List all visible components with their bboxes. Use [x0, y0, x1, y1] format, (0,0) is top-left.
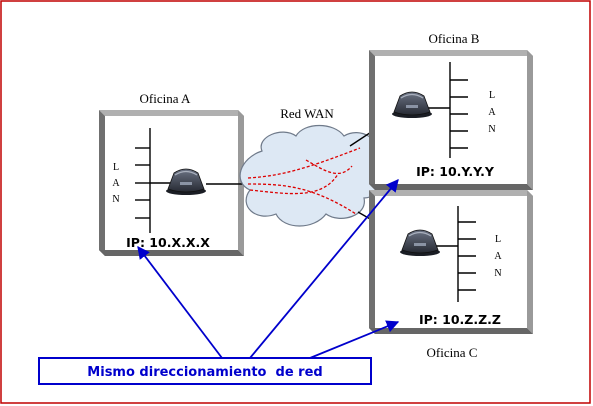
office-b-lan-n: N	[488, 124, 495, 135]
office-b-lan-a: A	[488, 107, 496, 118]
office-c-lan-a: A	[494, 251, 502, 262]
office-b-lan-label: L A N	[488, 90, 496, 135]
office-c-title: Oficina C	[427, 345, 478, 360]
wan-label: Red WAN	[280, 106, 334, 121]
office-a-lan-bus	[135, 128, 172, 233]
office-a: Oficina A L A N IP: 1	[99, 91, 248, 256]
office-b: Oficina B L A N IP: 10.Y.Y	[369, 31, 533, 190]
callout-box: Mismo direccionamiento de red	[38, 357, 372, 385]
office-c-box	[369, 190, 533, 334]
router-icon	[166, 168, 206, 195]
cloud-icon	[239, 124, 385, 227]
office-c-lan-n: N	[494, 268, 501, 279]
office-b-lan-l: L	[489, 90, 495, 101]
office-a-lan-a: A	[112, 178, 120, 189]
office-c-lan-bus	[432, 206, 476, 302]
office-c: L A N IP: 10.Z.Z.Z Oficina C	[369, 190, 533, 360]
office-a-lan-n: N	[112, 194, 119, 205]
office-a-title: Oficina A	[140, 91, 192, 106]
office-a-lan-l: L	[113, 162, 119, 173]
wan-virtual-paths	[247, 147, 361, 215]
arrow-to-office-b	[249, 179, 399, 359]
office-b-ip: IP: 10.Y.Y.Y	[416, 164, 495, 179]
office-b-box	[369, 50, 533, 190]
callout-arrows	[137, 179, 400, 359]
office-b-lan-bus	[425, 62, 468, 158]
office-c-ip: IP: 10.Z.Z.Z	[419, 312, 501, 327]
callout-text: Mismo direccionamiento de red	[87, 365, 322, 380]
router-icon	[400, 229, 440, 256]
arrow-to-office-a	[137, 245, 223, 359]
office-c-lan-label: L A N	[494, 234, 502, 279]
router-icon	[392, 91, 432, 118]
arrow-to-office-c	[309, 320, 400, 359]
office-b-title: Oficina B	[429, 31, 480, 46]
wan: Red WAN	[239, 106, 406, 240]
office-a-lan-label: L A N	[112, 162, 120, 205]
office-c-lan-l: L	[495, 234, 501, 245]
